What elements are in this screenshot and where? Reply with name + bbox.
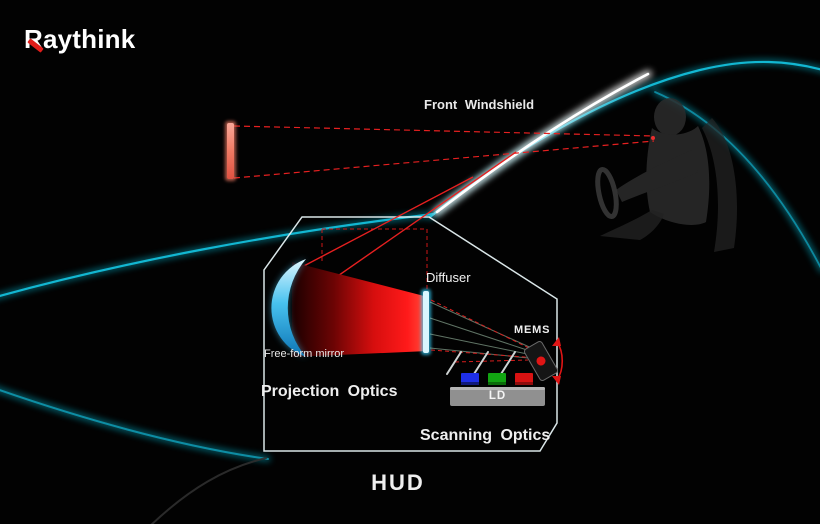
scan-rays-dashed <box>430 299 539 363</box>
mems-mirror-dot <box>536 356 546 366</box>
driver-head <box>654 98 686 136</box>
laser-diode-blue <box>461 373 479 385</box>
seat <box>702 118 738 252</box>
mems-label: MEMS <box>514 324 551 336</box>
windshield-streak <box>433 70 652 216</box>
virtual-image-sight-lines <box>233 125 655 179</box>
laser-diode-green <box>488 373 506 385</box>
free-form-mirror-label: Free-form mirror <box>264 348 345 360</box>
ld-label: LD <box>488 390 507 402</box>
hud-enclosure-outline <box>263 216 558 452</box>
driver-silhouette <box>595 98 738 252</box>
free-form-mirror-shape <box>271 259 306 357</box>
driver-legs <box>600 210 664 240</box>
raythink-logo: Raythink <box>24 24 135 55</box>
projection-optics-label: Projection Optics <box>261 383 398 400</box>
driver-eye-point <box>651 136 655 140</box>
logo-text: aythink <box>42 24 136 54</box>
front-windshield-label: Front Windshield <box>424 97 535 112</box>
hud-title: HUD <box>371 470 425 495</box>
projection-optics-group <box>271 259 431 357</box>
steering-wheel <box>595 166 619 220</box>
mems-scan-arrow <box>552 337 564 385</box>
laser-diode-red <box>515 373 533 385</box>
scanning-optics-label: Scanning Optics <box>420 427 551 444</box>
virtual-image-bar <box>225 121 236 181</box>
dichroic-mirrors <box>446 351 516 375</box>
projection-beam <box>292 262 428 357</box>
diffuser-label: Diffuser <box>426 270 471 285</box>
diffuser-bar <box>423 291 429 353</box>
driver-arm <box>616 150 698 202</box>
scanning-optics-group <box>429 299 564 406</box>
mems-device <box>523 341 559 381</box>
ld-base <box>450 387 545 406</box>
